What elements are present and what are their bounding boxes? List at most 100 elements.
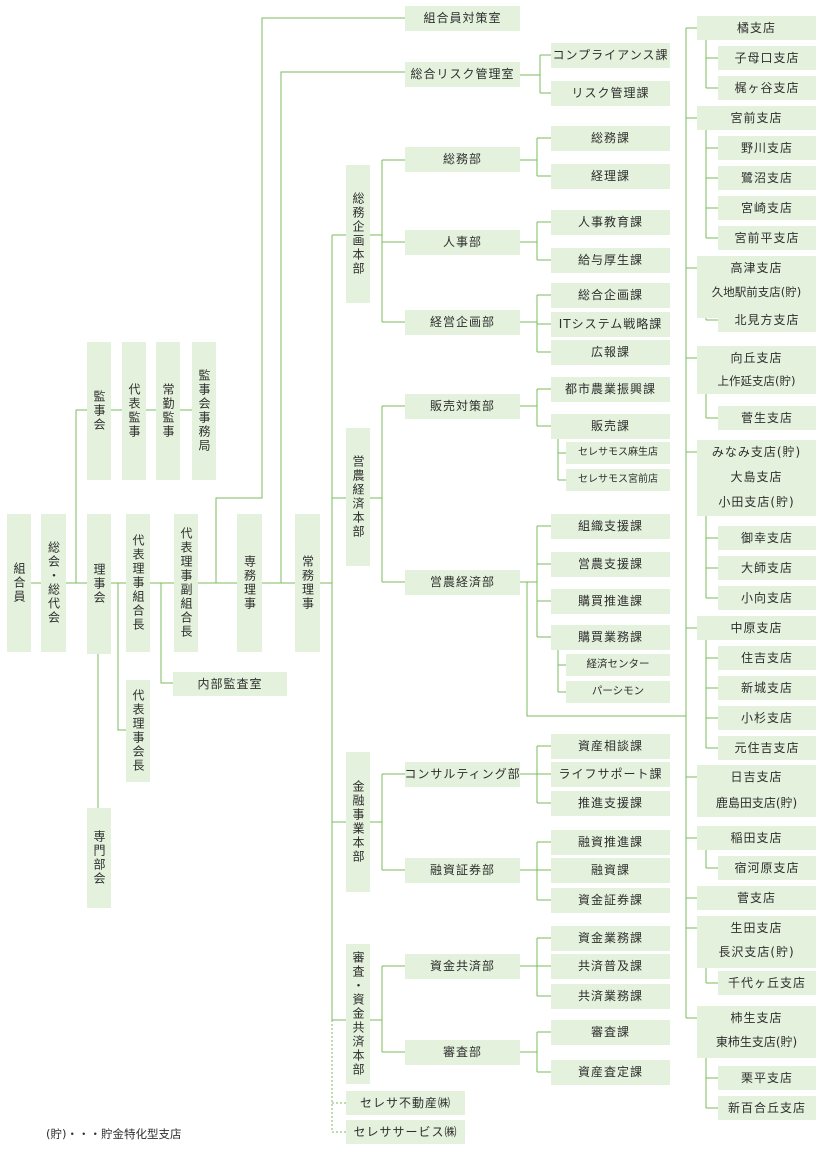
branch-nagasawa: 長沢支店(貯) bbox=[718, 945, 795, 959]
node-shisan-sodan: 資産相談課 bbox=[551, 734, 670, 759]
node-kanjikai: 監事会 bbox=[87, 342, 111, 480]
node-kinyu-honbu: 金融事業本部 bbox=[346, 752, 370, 892]
branch-group-takatsu: 高津支店 久地駅前支店(貯) bbox=[697, 256, 816, 318]
node-suishin-shien: 推進支援課 bbox=[551, 791, 670, 816]
branch-daishi: 大師支店 bbox=[718, 556, 816, 580]
node-konyu-suishin: 購買推進課 bbox=[551, 589, 670, 614]
node-kyosai-fukyu: 共済普及課 bbox=[551, 954, 670, 979]
node-shikin-kyosai: 資金共済部 bbox=[405, 954, 520, 979]
branch-group-mukaigaoka: 向丘支店 上作延支店(貯) bbox=[697, 346, 816, 394]
branch-inada: 稲田支店 bbox=[697, 826, 816, 850]
branch-hiyoshi: 日吉支店 bbox=[730, 770, 783, 784]
node-consulting: コンサルティング部 bbox=[404, 762, 520, 787]
node-shinsabu: 審査部 bbox=[405, 1040, 520, 1065]
node-kanjikai-jimukyoku: 監事会事務局 bbox=[192, 342, 216, 480]
branch-kurihira: 栗平支店 bbox=[718, 1066, 816, 1090]
branch-group-hiyoshi: 日吉支店 鹿島田支店(貯) bbox=[697, 765, 816, 817]
branch-shukugawara: 宿河原支店 bbox=[718, 856, 816, 880]
node-hanbaika: 販売課 bbox=[551, 414, 670, 439]
branch-higashikakio: 東柿生支店(貯) bbox=[715, 1035, 798, 1049]
node-shinsaka: 審査課 bbox=[551, 1020, 670, 1045]
node-eino-shien: 営農支援課 bbox=[551, 552, 670, 577]
node-rijikaicho: 代表理事会長 bbox=[126, 680, 150, 782]
node-ceresa-service: セレササービス㈱ bbox=[346, 1120, 465, 1144]
branch-kosugi: 小杉支店 bbox=[718, 706, 816, 730]
branch-miyuki: 御幸支店 bbox=[718, 526, 816, 550]
branch-shinjo: 新城支店 bbox=[718, 676, 816, 700]
branch-takatsu: 高津支店 bbox=[730, 261, 783, 275]
branch-group-ikuta: 生田支店 長沢支店(貯) bbox=[697, 916, 816, 968]
node-kyuyo-kosei: 給与厚生課 bbox=[551, 248, 670, 273]
node-kumiaiin-taisaku: 組合員対策室 bbox=[405, 6, 520, 31]
node-jokin-kanji: 常勤監事 bbox=[156, 342, 180, 480]
node-senmu: 専務理事 bbox=[237, 514, 262, 652]
node-jomu: 常務理事 bbox=[295, 514, 320, 652]
node-yushika: 融資課 bbox=[551, 858, 670, 883]
branch-komukai: 小向支店 bbox=[718, 586, 816, 610]
node-daihyo-kanji: 代表監事 bbox=[122, 342, 146, 480]
node-kyosai-gyomu: 共済業務課 bbox=[551, 984, 670, 1009]
branch-kitamikata: 北見方支店 bbox=[718, 308, 816, 332]
branch-miyazaki: 宮崎支店 bbox=[718, 196, 816, 220]
node-kohoka: 広報課 bbox=[551, 340, 670, 365]
branch-oshima: 大島支店 bbox=[730, 470, 783, 484]
branch-miyamaedaira: 宮前平支店 bbox=[718, 226, 816, 250]
branch-kakio: 柿生支店 bbox=[730, 1011, 783, 1025]
node-shikin-gyomu: 資金業務課 bbox=[551, 926, 670, 951]
node-shisan-satei: 資産査定課 bbox=[551, 1060, 670, 1085]
branch-saginuma: 鷺沼支店 bbox=[718, 166, 816, 190]
branch-kujiekimae: 久地駅前支店(貯) bbox=[711, 285, 802, 299]
branch-sumiyoshi: 住吉支店 bbox=[718, 646, 816, 670]
node-naibu-kansa: 内部監査室 bbox=[173, 672, 287, 696]
node-kumiaicho: 代表理事組合長 bbox=[126, 514, 150, 652]
node-yushi-shoken: 融資証券部 bbox=[405, 858, 520, 883]
branch-miyamae: 宮前支店 bbox=[697, 106, 816, 130]
node-jinjibu: 人事部 bbox=[405, 230, 520, 255]
node-rijikai: 理事会 bbox=[87, 514, 111, 654]
node-keizai-center: 経済センター bbox=[566, 654, 670, 676]
node-ceresa-fudosan: セレサ不動産㈱ bbox=[346, 1091, 465, 1115]
branch-kashimada: 鹿島田支店(貯) bbox=[715, 796, 798, 810]
branch-oda: 小田支店(貯) bbox=[718, 495, 795, 509]
node-konyu-gyomu: 購買業務課 bbox=[551, 625, 670, 650]
node-risk-kanri: 総合リスク管理室 bbox=[405, 62, 520, 87]
branch-sugao: 菅生支店 bbox=[718, 406, 816, 430]
branch-motosumiyoshi: 元住吉支店 bbox=[718, 736, 816, 760]
node-persimon: パーシモン bbox=[566, 681, 670, 703]
node-eino-keizaibu: 営農経済部 bbox=[405, 570, 520, 595]
branch-shinyurigaoka: 新百合丘支店 bbox=[718, 1096, 816, 1120]
node-hanbai-taisakubu: 販売対策部 bbox=[405, 394, 520, 419]
node-shikin-shoken: 資金証券課 bbox=[551, 888, 670, 913]
branch-koboguchi: 子母口支店 bbox=[718, 46, 816, 70]
branch-ikuta: 生田支店 bbox=[730, 921, 783, 935]
node-life-support: ライフサポート課 bbox=[551, 762, 670, 787]
node-jinji-kyoiku: 人事教育課 bbox=[551, 210, 670, 235]
node-it-system: ITシステム戦略課 bbox=[551, 312, 670, 337]
footnote: (貯)・・・貯金特化型支店 bbox=[46, 1127, 182, 1141]
node-keirika: 経理課 bbox=[551, 164, 670, 189]
node-soshiki-shien: 組織支援課 bbox=[551, 514, 670, 539]
branch-nogawa: 野川支店 bbox=[718, 136, 816, 160]
branch-chiyogaoka: 千代ヶ丘支店 bbox=[718, 971, 816, 995]
node-eino-honbu: 営農経済本部 bbox=[346, 428, 370, 566]
branch-group-minami: みなみ支店(貯) 大島支店 小田支店(貯) bbox=[697, 440, 816, 516]
node-somu-honbu: 総務企画本部 bbox=[346, 165, 370, 303]
node-ceresa-miyamae: セレサモス宮前店 bbox=[566, 469, 670, 491]
node-somubu: 総務部 bbox=[405, 147, 520, 172]
branch-mukaigaoka: 向丘支店 bbox=[730, 351, 783, 365]
node-ceresa-asao: セレサモス麻生店 bbox=[566, 442, 670, 464]
node-compliance: コンプライアンス課 bbox=[551, 43, 670, 68]
node-somuka: 総務課 bbox=[551, 126, 670, 151]
branch-nakahara: 中原支店 bbox=[697, 616, 816, 640]
branch-kajigaya: 梶ヶ谷支店 bbox=[718, 76, 816, 100]
node-risk-ka: リスク管理課 bbox=[551, 81, 670, 106]
node-shinsa-honbu: 審査・資金共済本部 bbox=[346, 944, 370, 1084]
node-fuku-kumiaicho: 代表理事副組合長 bbox=[174, 514, 198, 652]
node-senmon-bukai: 専門部会 bbox=[87, 808, 111, 908]
node-toshi-nogyo: 都市農業振興課 bbox=[551, 377, 670, 402]
branch-minami: みなみ支店(貯) bbox=[711, 445, 802, 459]
node-keiei-kikakubu: 経営企画部 bbox=[405, 310, 520, 335]
branch-group-kakio: 柿生支店 東柿生支店(貯) bbox=[697, 1006, 816, 1058]
